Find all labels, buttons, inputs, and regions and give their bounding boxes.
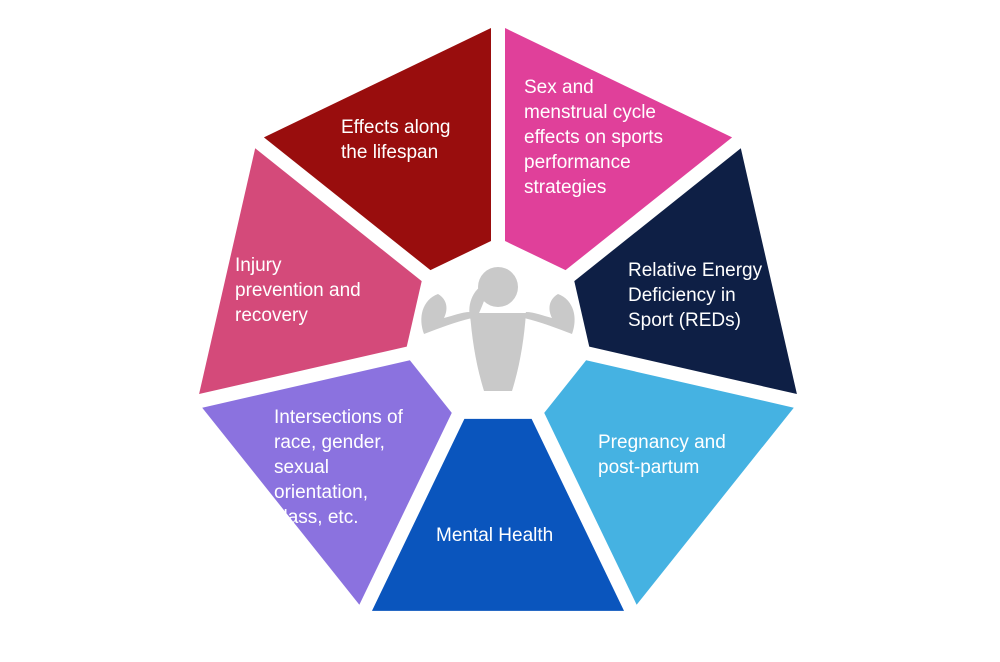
segment-label-lifespan: Effects along the lifespan <box>341 117 451 163</box>
wheel-labels: Sex and menstrual cycle effects on sports p… <box>235 77 763 546</box>
center-hub <box>414 249 582 417</box>
segment-label-line: Mental Health <box>436 525 553 546</box>
segment-label-sex-menstrual: Sex and menstrual cycle effects on sports p… <box>524 77 663 198</box>
segment-label-line: Deficiency in <box>628 285 736 306</box>
segment-label-line: the lifespan <box>341 142 438 163</box>
segment-reds <box>574 148 797 395</box>
segment-label-line: menstrual cycle <box>524 102 656 123</box>
segment-label-line: class, etc. <box>274 507 358 528</box>
segment-label-line: sexual <box>274 457 329 478</box>
segment-label-line: performance <box>524 152 631 173</box>
segment-label-line: prevention and <box>235 280 361 301</box>
segment-label-line: Relative Energy <box>628 260 763 281</box>
segment-label-pregnancy: Pregnancy and post-partum <box>598 432 726 478</box>
segment-label-injury: Injury prevention and recovery <box>235 255 361 326</box>
segment-pregnancy <box>544 360 794 605</box>
flexing-woman-icon <box>421 267 575 391</box>
segment-mental-health <box>371 418 625 611</box>
segment-injury <box>199 148 422 395</box>
segment-label-intersections: Intersections of race, gender, sexual orien… <box>274 407 404 528</box>
segment-label-line: race, gender, <box>274 432 385 453</box>
segment-label-line: Sport (REDs) <box>628 310 741 331</box>
segment-label-line: Injury <box>235 255 282 276</box>
segment-label-line: Effects along <box>341 117 451 138</box>
segment-lifespan <box>263 28 491 271</box>
segment-label-line: Sex and <box>524 77 594 98</box>
segment-label-line: Intersections of <box>274 407 404 428</box>
segment-label-line: Pregnancy and <box>598 432 726 453</box>
segment-label-line: strategies <box>524 177 606 198</box>
wheel-segments <box>199 28 797 611</box>
segment-label-line: effects on sports <box>524 127 663 148</box>
segment-sex-menstrual <box>505 28 733 271</box>
segment-label-mental-health: Mental Health <box>436 525 553 546</box>
segment-label-line: orientation, <box>274 482 368 503</box>
segment-label-line: recovery <box>235 305 308 326</box>
segment-intersections <box>202 360 452 605</box>
segment-label-line: post-partum <box>598 457 699 478</box>
